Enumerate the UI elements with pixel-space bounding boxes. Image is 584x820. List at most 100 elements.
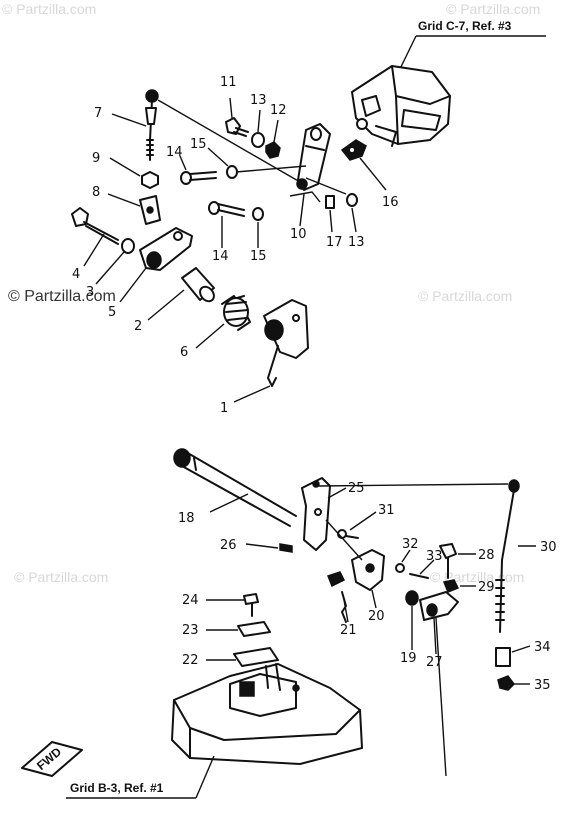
part-5-lever [139,227,193,271]
part-7-rod [145,89,159,161]
watermark-top-right: © Partzilla.com [446,1,540,17]
callout-25: 25 [348,481,365,496]
link-line-10-to-13 [305,177,347,195]
watermark-top-left: © Partzilla.com [2,1,96,17]
leader-27 [433,617,437,655]
callout-24: 24 [182,593,199,608]
leader-1 [233,385,271,403]
part-29-nut [442,579,460,593]
leader-20 [371,589,377,609]
link-line-25-to-20 [325,519,363,561]
callout-28: 28 [478,548,495,563]
leader-11 [229,97,233,119]
part-16-linkage [340,139,367,161]
leader-7 [111,113,147,127]
link-line-10-bracket [289,191,321,203]
watermark-low-left: © Partzilla.com [14,569,108,585]
callout-15-lower: 15 [250,249,267,264]
leader-25 [327,487,347,499]
leader-18 [209,493,249,513]
part-9-nut [141,171,159,189]
callout-35: 35 [534,678,551,693]
leader-16 [359,157,387,191]
callout-34: 34 [534,640,551,655]
leader-2 [147,289,185,321]
part-14-screw-top [180,171,217,185]
callout-4: 4 [72,267,80,282]
leader-6 [195,323,225,349]
callout-5: 5 [108,305,116,320]
part-22-plate [233,647,279,667]
part-33-screw [409,573,429,579]
callout-32: 32 [402,537,419,552]
part-12-nut [265,141,281,159]
leader-13-top [257,109,261,133]
leader-17 [329,209,333,233]
part-14-screw-lower [208,201,245,217]
part-23-plate [237,621,271,637]
part-13-washer-top [251,132,265,148]
part-15-collar-top [226,165,238,179]
callout-26: 26 [220,538,237,553]
leader-13-lower [351,207,357,233]
reference-bottom: Grid B-3, Ref. #1 [70,781,164,795]
link-line-25-to-30 [317,483,509,487]
leader-32 [401,549,411,563]
part-18-shaft [173,448,297,527]
part-10-link [296,123,331,191]
watermark-mid-right: © Partzilla.com [418,288,512,304]
callout-23: 23 [182,623,199,638]
callout-17: 17 [326,235,343,250]
callout-33: 33 [426,549,443,564]
callout-6: 6 [180,345,188,360]
callout-2: 2 [134,319,142,334]
callout-22: 22 [182,653,199,668]
link-line-27-down [435,617,447,777]
callout-10: 10 [290,227,307,242]
link-line-15-to-10 [235,165,307,173]
callout-3: 3 [86,285,94,300]
leader-4 [83,233,105,267]
part-20-bracket [351,549,385,591]
part-26-pin [279,543,293,553]
callout-14-top: 14 [166,145,183,160]
part-21-pin [327,571,346,588]
leader-21 [343,599,349,623]
part-15-collar-lower [252,207,264,221]
callout-29: 29 [478,580,495,595]
carburetor-body [351,65,451,147]
part-30-rod [495,479,520,633]
part-6-spring [221,295,251,331]
callout-12: 12 [270,103,287,118]
part-2-sleeve [181,267,215,303]
part-28-bolt [439,543,457,579]
reference-bottom-leader [195,755,215,799]
part-8-joint [139,195,161,225]
leader-3 [95,251,125,285]
callout-30: 30 [540,540,557,555]
leader-9 [109,157,141,177]
lower-case [171,663,363,765]
part-21-spring [341,591,347,623]
part-3-washer [121,238,135,254]
part-25-lever [301,477,331,551]
callout-9: 9 [92,151,100,166]
callout-18: 18 [178,511,195,526]
leader-15-top [207,147,229,167]
callout-11: 11 [220,75,237,90]
watermark-mid-left: © Partzilla.com [8,288,116,305]
part-4-bolt [71,207,119,245]
callout-31: 31 [378,503,395,518]
callout-13-lower: 13 [348,235,365,250]
callout-21: 21 [340,623,357,638]
part-35-nut [497,675,515,691]
leader-34 [511,645,531,653]
part-13-washer-lower [346,193,358,207]
leader-31 [349,511,377,531]
part-27-clamp [419,591,459,621]
part-19-collar [405,590,419,606]
callout-7: 7 [94,106,102,121]
part-24-screw [243,593,259,617]
part-1-cam [263,299,309,387]
